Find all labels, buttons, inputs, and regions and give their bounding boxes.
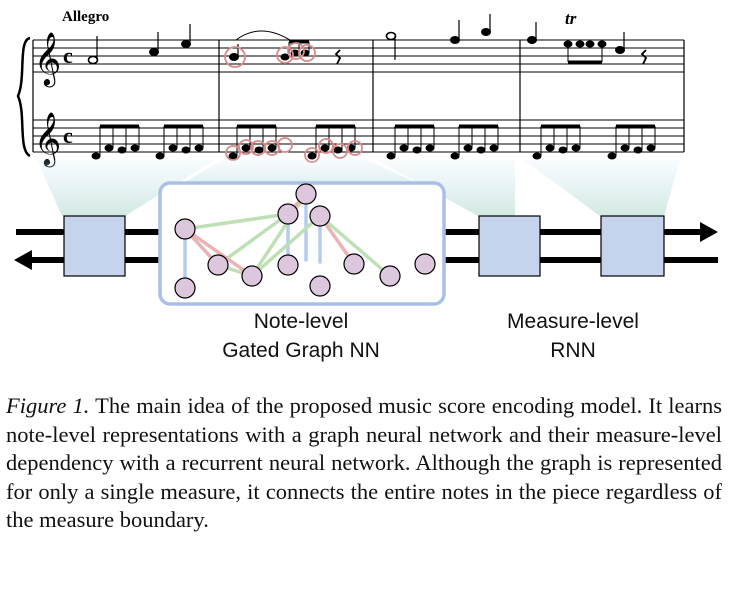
eighth-note bbox=[489, 144, 499, 152]
model-overview-figure: Allegro 𝄞 𝄞 c bbox=[14, 9, 718, 362]
trill-marking: tr bbox=[565, 9, 577, 28]
note-level-label: Note-level bbox=[254, 310, 349, 333]
grand-staff-brace bbox=[16, 36, 31, 158]
graph-node bbox=[241, 265, 263, 287]
graph-node bbox=[174, 277, 196, 299]
upper-voice-notes bbox=[87, 14, 648, 65]
barlines bbox=[32, 40, 685, 152]
figure-label: Figure 1. bbox=[6, 393, 90, 418]
time-signature: c bbox=[63, 123, 73, 148]
eighth-note bbox=[646, 144, 656, 152]
rnn-cell bbox=[600, 215, 665, 277]
caption-text: The main idea of the proposed music scor… bbox=[6, 393, 723, 532]
graph-nodes bbox=[174, 183, 436, 299]
eighth-note bbox=[463, 144, 473, 152]
figure-caption: Figure 1. The main idea of the proposed … bbox=[6, 392, 722, 535]
eighth-note bbox=[450, 152, 460, 160]
highlighted-notes bbox=[224, 42, 363, 163]
rnn-cells bbox=[63, 215, 665, 277]
eighth-note bbox=[532, 152, 542, 160]
eighth-note bbox=[267, 144, 277, 152]
eighth-note bbox=[194, 144, 204, 152]
tempo-marking: Allegro bbox=[62, 9, 109, 25]
eighth-note bbox=[633, 146, 643, 154]
eighth-note bbox=[399, 144, 409, 152]
eighth-note bbox=[254, 146, 264, 154]
eighth-note bbox=[620, 144, 630, 152]
graph-node bbox=[309, 205, 331, 227]
graph-node bbox=[277, 203, 299, 225]
measure-level-label: Measure-level bbox=[507, 310, 639, 333]
eighth-note bbox=[571, 144, 581, 152]
graph-node bbox=[379, 265, 401, 287]
upper-staff bbox=[33, 39, 684, 73]
eighth-note bbox=[558, 146, 568, 154]
lower-voice-notes bbox=[91, 124, 656, 160]
eighth-note bbox=[130, 144, 140, 152]
graph-nn-frame bbox=[158, 181, 446, 306]
treble-clef-icon: 𝄞 bbox=[34, 111, 61, 167]
measure-level-label: RNN bbox=[550, 339, 596, 362]
backward-arrow-head bbox=[14, 250, 32, 270]
graph-node bbox=[414, 253, 436, 275]
eighth-note bbox=[181, 146, 191, 154]
eighth-note bbox=[155, 152, 165, 160]
eighth-note bbox=[320, 144, 330, 152]
eighth-note bbox=[545, 144, 555, 152]
eighth-note bbox=[104, 144, 114, 152]
eighth-note bbox=[412, 146, 422, 154]
music-score: Allegro 𝄞 𝄞 c bbox=[16, 9, 685, 167]
eighth-note bbox=[386, 152, 396, 160]
eighth-note bbox=[241, 144, 251, 152]
forward-arrow-head bbox=[700, 222, 718, 242]
graph-node bbox=[277, 254, 299, 276]
eighth-note bbox=[307, 152, 317, 160]
eighth-note bbox=[117, 146, 127, 154]
eighth-note bbox=[425, 144, 435, 152]
graph-node bbox=[207, 254, 229, 276]
eighth-note bbox=[228, 152, 238, 160]
eighth-note bbox=[91, 152, 101, 160]
treble-clef-icon: 𝄞 bbox=[34, 31, 61, 87]
note-level-label: Gated Graph NN bbox=[222, 339, 380, 362]
eighth-note bbox=[168, 144, 178, 152]
lower-staff bbox=[33, 119, 684, 153]
time-signature: c bbox=[63, 43, 73, 68]
rnn-cell bbox=[63, 215, 126, 277]
graph-node bbox=[309, 275, 331, 297]
graph-node bbox=[174, 218, 196, 240]
eighth-note bbox=[333, 146, 343, 154]
eighth-note bbox=[607, 152, 617, 160]
eighth-note bbox=[476, 146, 486, 154]
rnn-cell bbox=[478, 215, 541, 277]
graph-node bbox=[343, 253, 365, 275]
graph-node bbox=[295, 183, 317, 205]
